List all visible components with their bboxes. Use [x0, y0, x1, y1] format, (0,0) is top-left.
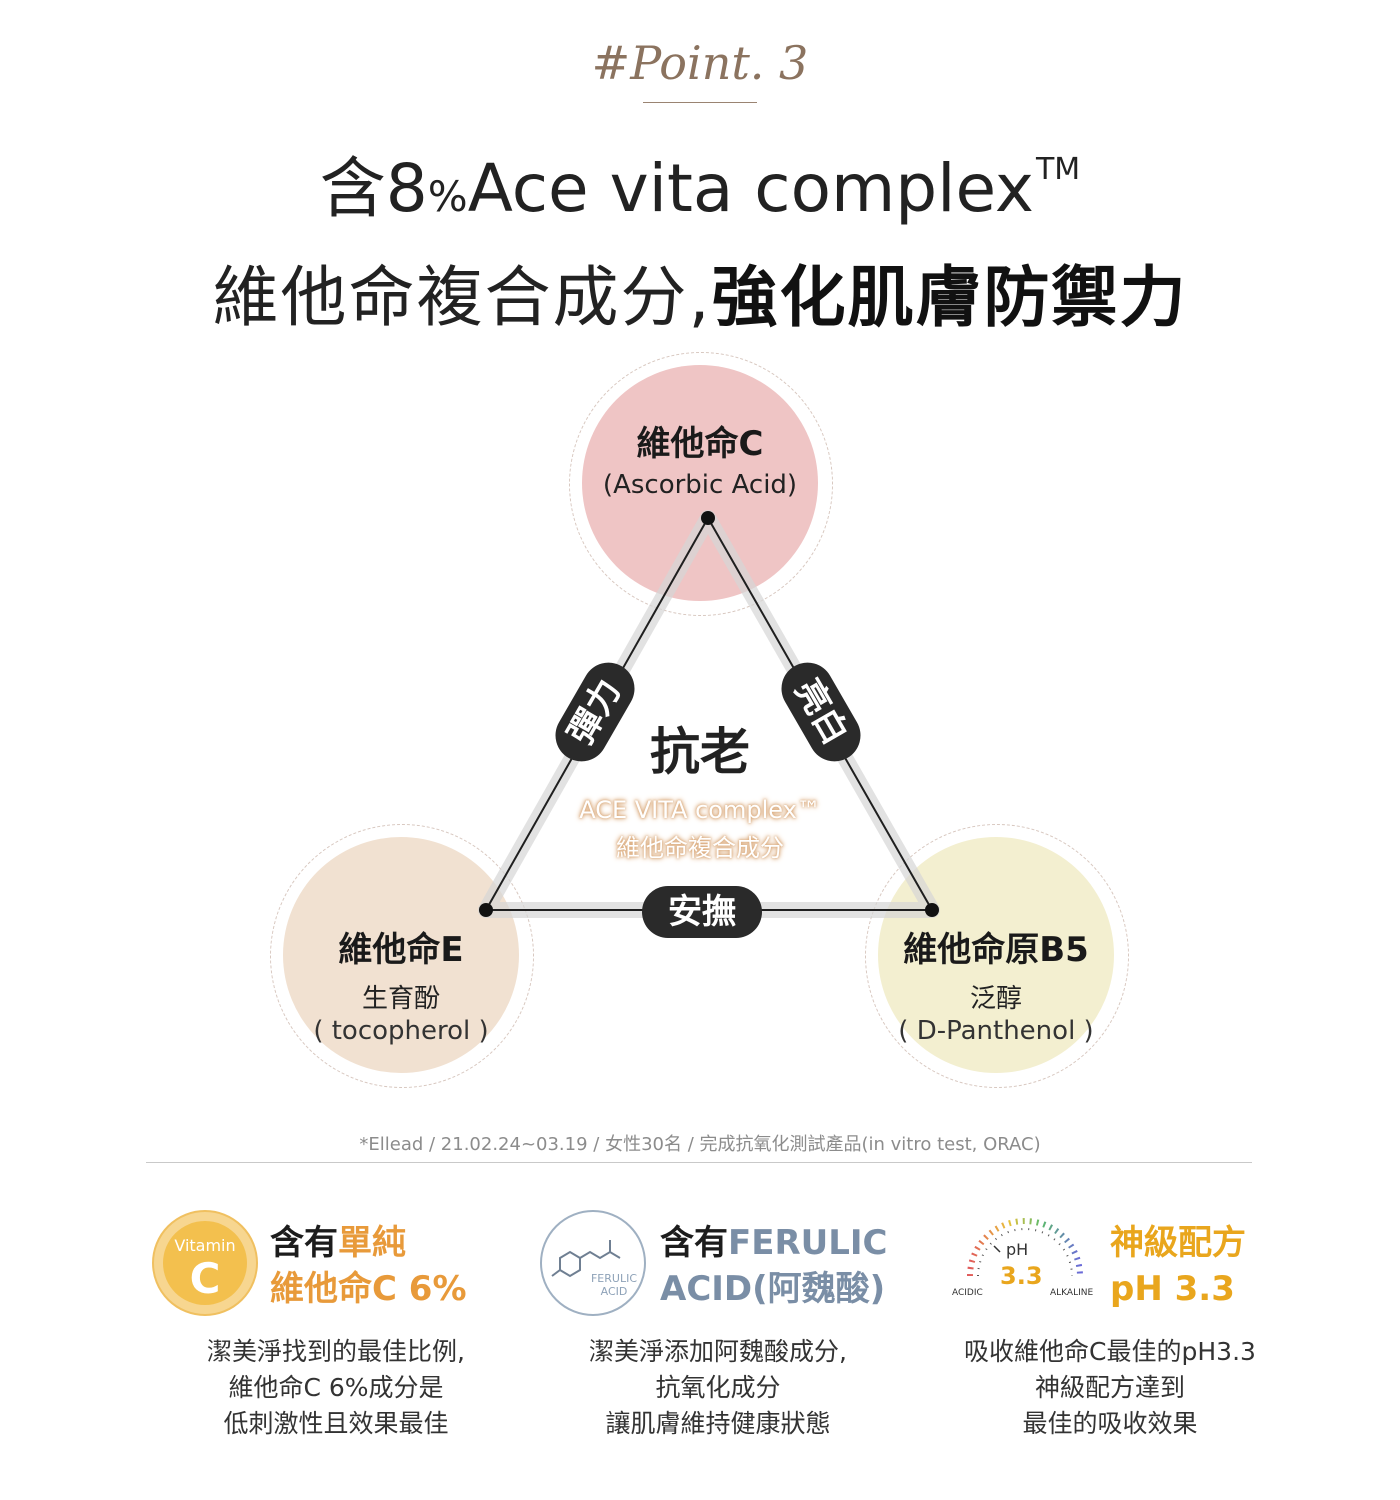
headline-line2-bold: 強化肌膚防禦力 [711, 259, 1188, 336]
soothing-pill: 安撫 [642, 886, 762, 938]
ph-acidic-label: ACIDIC [952, 1288, 983, 1298]
ph-feature-title: 神級配方 pH 3.3 [1110, 1220, 1290, 1312]
vitamin-c-desc-line1: 潔美淨找到的最佳比例, [207, 1337, 465, 1366]
vitamin-c-feature-title: 含有單純 維他命C 6% [270, 1220, 530, 1312]
feature-ferulic-acid: FERULIC ACID 含有FERULIC ACID(阿魏酸) 潔美淨添加阿魏… [528, 1200, 908, 1440]
ph-desc-line3: 最佳的吸收效果 [1022, 1409, 1198, 1438]
feature-vitamin-c: Vitamin C 含有單純 維他命C 6% 潔美淨找到的最佳比例, 維他命C … [146, 1200, 526, 1440]
vitamin-c-title-black: 含有 [270, 1223, 338, 1263]
vitamin-c-circle [582, 365, 818, 601]
ferulic-feature-title: 含有FERULIC ACID(阿魏酸) [660, 1220, 910, 1312]
ferulic-description: 潔美淨添加阿魏酸成分, 抗氧化成分 讓肌膚維持健康狀態 [528, 1334, 908, 1442]
vitamin-c-title-accent: 單純 [338, 1223, 406, 1263]
ph-title-line2: pH 3.3 [1110, 1269, 1235, 1309]
vitamin-c-title-line2: 維他命C 6% [270, 1269, 467, 1309]
ferulic-desc-line3: 讓肌膚維持健康狀態 [605, 1409, 831, 1438]
study-footnote: *Ellead / 21.02.24~03.19 / 女性30名 / 完成抗氧化… [359, 1134, 1041, 1155]
vitamin-e-circle [283, 837, 519, 1073]
vitamin-b5-subtitle: 泛醇 [969, 984, 1022, 1014]
ph-desc-line2: 神級配方達到 [1034, 1373, 1185, 1402]
vitamin-c-subtitle: (Ascorbic Acid) [602, 470, 798, 500]
vitamin-c-desc-line2: 維他命C 6%成分是 [228, 1373, 444, 1402]
anti-aging-label: 抗老 [650, 723, 750, 781]
headline-product: Ace vita complex [467, 150, 1034, 227]
vitamin-e-latin: ( tocopherol ) [313, 1016, 489, 1046]
ph-gauge-icon: pH 3.3 ACIDIC ALKALINE [950, 1214, 1100, 1314]
vitamin-e-title: 維他命E [338, 930, 464, 970]
point-label: #Point. 3 [591, 36, 809, 90]
ingredient-diagram: 維他命C (Ascorbic Acid) 維他命E 生育酚 ( tocopher… [0, 340, 1400, 1120]
trademark-mark: TM [1035, 152, 1081, 187]
vitamin-c-title: 維他命C [636, 424, 764, 464]
point-underline [643, 102, 757, 103]
vitamin-b5-ring [865, 824, 1129, 1088]
ferulic-title-accent: FERULIC [728, 1223, 888, 1263]
headline-line1: 含8%Ace vita complexTM [0, 135, 1400, 231]
ferulic-acid-molecule-icon: FERULIC ACID [538, 1208, 648, 1318]
vitamin-c-icon: Vitamin C [150, 1208, 260, 1318]
section-divider [146, 1162, 1252, 1163]
vitamin-c-icon-letter: C [189, 1254, 221, 1303]
vitamin-b5-title: 維他命原B5 [903, 930, 1089, 970]
ph-description: 吸收維他命C最佳的pH3.3 神級配方達到 最佳的吸收效果 [930, 1334, 1290, 1442]
ph-gauge-label: pH [1006, 1240, 1029, 1259]
headline-line2-normal: 維他命複合成分, [212, 259, 712, 336]
vitamin-c-ring [569, 352, 833, 616]
ph-alkaline-label: ALKALINE [1050, 1288, 1094, 1298]
ferulic-icon-text1: FERULIC [590, 1272, 638, 1285]
headline-prefix: 含8 [319, 150, 428, 227]
ferulic-title-black: 含有 [660, 1223, 728, 1263]
ph-desc-line1: 吸收維他命C最佳的pH3.3 [964, 1337, 1256, 1366]
ferulic-desc-line2: 抗氧化成分 [655, 1373, 781, 1402]
vitamin-b5-latin: ( D-Panthenol ) [898, 1016, 1094, 1046]
vitamin-c-description: 潔美淨找到的最佳比例, 維他命C 6%成分是 低刺激性且效果最佳 [146, 1334, 526, 1442]
ferulic-title-line2: ACID(阿魏酸) [660, 1269, 886, 1309]
ph-title-line1: 神級配方 [1110, 1223, 1246, 1263]
vitamin-e-subtitle: 生育酚 [361, 984, 440, 1014]
vitamin-c-icon-top-text: Vitamin [174, 1236, 236, 1255]
ferulic-desc-line1: 潔美淨添加阿魏酸成分, [589, 1337, 847, 1366]
headline-percent: % [427, 172, 468, 221]
feature-ph: pH 3.3 ACIDIC ALKALINE 神級配方 pH 3.3 吸收維他命… [930, 1200, 1290, 1440]
vitamin-c-desc-line3: 低刺激性且效果最佳 [223, 1409, 449, 1438]
vitamin-complex-label: 維他命複合成分 [616, 834, 784, 862]
ace-vita-complex-label: ACE VITA complex™ [579, 796, 821, 824]
headline-line2: 維他命複合成分,強化肌膚防禦力 [0, 244, 1400, 340]
vitamin-e-ring [270, 824, 534, 1088]
ferulic-icon-text2: ACID [600, 1285, 628, 1298]
ph-gauge-value: 3.3 [1000, 1262, 1043, 1290]
